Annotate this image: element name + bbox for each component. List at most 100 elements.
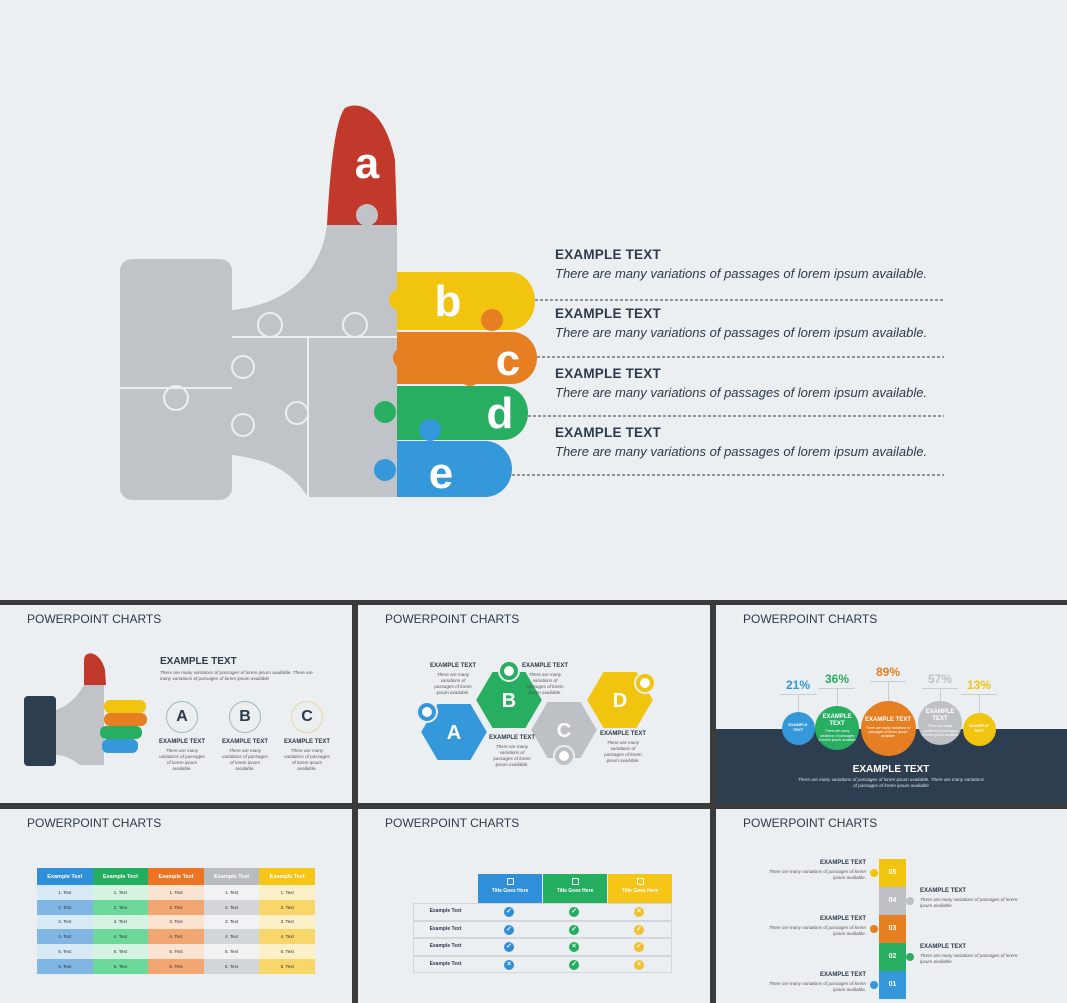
check-icon: ✓ — [504, 942, 514, 953]
heading: EXAMPLE TEXT — [160, 656, 237, 667]
puzzle-knob — [870, 981, 878, 989]
check-icon: ✓ — [569, 959, 579, 970]
circle-1: B — [229, 701, 261, 733]
thumb-thumbs-up[interactable]: POWERPOINT CHARTS EXAMPLE TEXT There are… — [0, 605, 352, 803]
hex-letter: A — [447, 722, 461, 744]
table-cell: 6. Text — [92, 958, 149, 974]
column-header: Title Goes Here — [608, 874, 672, 903]
piece-letter: b — [435, 277, 462, 326]
hexagon-C: C — [528, 700, 600, 760]
table-cell: 1. Text — [259, 885, 315, 900]
thumb-percent-bubbles[interactable]: POWERPOINT CHARTS 21% EXAMPLE TEXT 36% EXAM… — [716, 605, 1067, 803]
item-title: EXAMPLE TEXT — [555, 366, 661, 381]
table-cell: 1. Text — [92, 885, 149, 900]
bubble-desc: There are many variations of passages of… — [818, 729, 856, 742]
bubble-label: EXAMPLE TEXT — [969, 723, 989, 733]
puzzle-knob — [419, 419, 441, 441]
percent-value: 89% — [875, 665, 901, 679]
puzzle-knob — [481, 309, 503, 331]
percent-value: 21% — [785, 678, 811, 692]
puzzle-knob — [906, 897, 914, 905]
row-label: Example Text — [429, 908, 462, 914]
step-label: EXAMPLE TEXT — [819, 972, 866, 978]
hex-letter: D — [613, 690, 627, 712]
hex-letter: B — [502, 690, 516, 712]
leader-line — [798, 694, 799, 712]
slide-title: POWERPOINT CHARTS — [385, 816, 520, 830]
circle-label: EXAMPLE TEXT — [158, 739, 205, 745]
hex-label: EXAMPLE TEXT — [521, 663, 568, 669]
step-label: EXAMPLE TEXT — [920, 944, 967, 950]
table-cell: 6. Text — [203, 958, 260, 974]
hexagon-diagram: A BCD — [416, 660, 656, 767]
table-cell: 3. Text — [259, 914, 315, 930]
puzzle-knob — [393, 347, 415, 369]
step-number: 02 — [888, 953, 897, 960]
table-cell: 3. Text — [203, 914, 260, 930]
puzzle-step-03: 03 — [879, 915, 906, 943]
puzzle-piece-a — [327, 105, 397, 225]
thumb-comparison-table[interactable]: POWERPOINT CHARTS Title Goes Here Title G… — [358, 809, 710, 1003]
puzzle-step-04: 04 — [879, 887, 906, 915]
check-icon: ✓ — [569, 924, 579, 935]
puzzle-knob — [374, 459, 396, 481]
leader-line — [940, 688, 941, 701]
puzzle-piece-e — [397, 441, 512, 497]
percent-value: 36% — [824, 672, 850, 686]
slide-title: POWERPOINT CHARTS — [743, 816, 878, 830]
table-cell: 5. Text — [92, 944, 149, 959]
piece-letter: a — [355, 139, 380, 188]
table-cell: 6. Text — [259, 958, 315, 974]
item-description: There are many variations of passages of… — [555, 265, 928, 281]
table-cell: 5. Text — [37, 944, 93, 959]
column-header: Example Text — [148, 868, 204, 885]
item-description: There are many variations of passages of… — [555, 324, 928, 340]
table-cell: 2. Text — [259, 899, 315, 915]
slide-title: POWERPOINT CHARTS — [743, 612, 878, 626]
mini-thumbs-up — [24, 653, 147, 766]
column-title: Title Goes Here — [556, 888, 594, 894]
phone-icon-glyph — [640, 678, 650, 688]
hex-text-block: EXAMPLE TEXT There are many variations of… — [518, 663, 572, 697]
chat-icon-glyph — [504, 666, 514, 676]
puzzle-step-05: 05 — [879, 859, 906, 887]
bubble-desc: There are many variations of passages of… — [865, 725, 911, 739]
users-icon-glyph — [422, 707, 432, 717]
hexagon-A: A — [418, 702, 490, 762]
cuff-piece — [120, 259, 232, 500]
column-header: Example Text — [203, 868, 260, 885]
circle-desc: There are many variations of passages of… — [159, 747, 205, 772]
dashed-dividers — [512, 299, 944, 476]
percent-value: 57% — [927, 672, 953, 686]
table-cell: 5. Text — [259, 944, 315, 959]
table-cell: 2. Text — [148, 899, 204, 915]
table-row — [413, 938, 672, 956]
step-desc: There are many variations of passages of… — [920, 952, 1018, 964]
puzzle-knob — [374, 401, 396, 423]
table-cell: 4. Text — [148, 929, 204, 945]
bubble-label: EXAMPLE TEXT — [788, 722, 808, 732]
piece-shape — [397, 441, 512, 497]
table-row — [413, 955, 672, 974]
table-cell: 4. Text — [92, 929, 149, 945]
hexagon-B: B — [473, 670, 545, 730]
step-desc: There are many variations of passages of… — [920, 896, 1018, 908]
description: There are many variations of passages of… — [160, 669, 313, 681]
item-description: There are many variations of passages of… — [555, 443, 928, 459]
hex-desc: There are many variations of passages of… — [526, 671, 564, 696]
circle-label: EXAMPLE TEXT — [283, 739, 330, 745]
grid-icon — [636, 878, 644, 885]
table-cell: 4. Text — [37, 929, 93, 945]
